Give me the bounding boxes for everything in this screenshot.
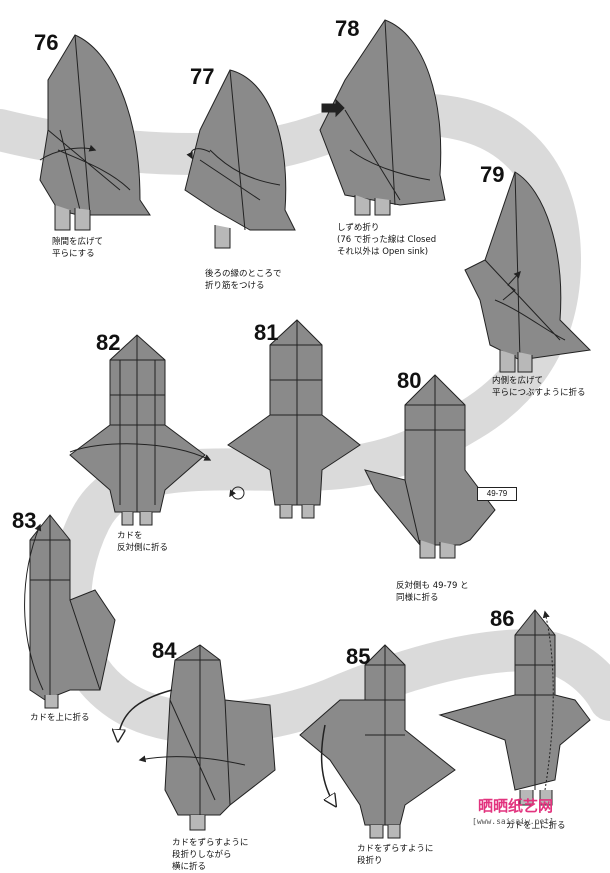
caption-line: しずめ折り — [337, 223, 380, 233]
caption-line: 後ろの縁のところで — [205, 269, 282, 279]
step-83-figure — [24, 514, 116, 709]
step-number-77: 77 — [190, 64, 215, 89]
step-number-86: 86 — [490, 606, 515, 631]
step-number-84: 84 — [152, 638, 177, 663]
caption-line: 反対側に折る — [117, 543, 169, 553]
step-81-figure — [227, 319, 361, 519]
step-number-81: 81 — [254, 320, 279, 345]
step-80-figure — [364, 374, 496, 559]
step-78-figure — [319, 19, 446, 216]
step-76-figure — [39, 34, 151, 231]
step-80-caption: 反対側も 49-79 と 同様に折る — [396, 580, 469, 604]
step-number-79: 79 — [480, 162, 505, 187]
step-86-caption: カドを上に折る — [506, 820, 566, 832]
reference-steps-box: 49-79 — [477, 487, 517, 501]
caption-line: カドを — [117, 531, 143, 541]
caption-line: カドをずらすように — [172, 838, 249, 848]
step-number-78: 78 — [335, 16, 360, 41]
step-85-caption: カドをずらすように 段折り — [357, 843, 433, 867]
step-83-caption: カドを上に折る — [30, 712, 90, 724]
step-number-76: 76 — [34, 30, 59, 55]
caption-line: (76 で折った線は Closed — [337, 235, 437, 245]
caption-line: 隙間を広げて — [52, 237, 104, 247]
caption-line: 横に折る — [172, 862, 207, 872]
step-82-figure — [69, 334, 212, 526]
step-number-85: 85 — [346, 644, 371, 669]
step-77-caption: 後ろの縁のところで 折り筋をつける — [205, 268, 282, 292]
step-number-83: 83 — [12, 508, 37, 533]
caption-line: カドを上に折る — [30, 713, 90, 723]
step-85-figure — [299, 644, 456, 839]
step-number-80: 80 — [397, 368, 422, 393]
step-79-caption: 内側を広げて 平らにつぶすように折る — [492, 375, 586, 399]
step-78-caption: しずめ折り (76 で折った線は Closed それ以外は Open sink) — [337, 222, 436, 258]
step-84-caption: カドをずらすように 段折りしながら 横に折る — [172, 837, 248, 873]
step-86-figure — [438, 609, 591, 806]
caption-line: カドをずらすように — [357, 844, 434, 854]
caption-line: 同様に折る — [396, 593, 439, 603]
caption-line: 段折り — [357, 856, 383, 866]
step-number-82: 82 — [96, 330, 121, 355]
watermark-url: [www.saisaiw.net] — [472, 817, 554, 826]
step-76-caption: 隙間を広げて 平らにする — [52, 236, 103, 260]
step-79-figure — [464, 171, 592, 373]
watermark-logo: 晒晒纸艺网 — [478, 797, 554, 815]
caption-line: 平らにつぶすように折る — [492, 388, 586, 398]
step-77-figure — [184, 69, 296, 249]
step-84-figure — [118, 644, 276, 831]
caption-line: 平らにする — [52, 249, 95, 259]
step-82-caption: カドを 反対側に折る — [117, 530, 168, 554]
caption-line: それ以外は Open sink) — [337, 247, 429, 257]
caption-line: 折り筋をつける — [205, 281, 265, 291]
caption-line: 内側を広げて — [492, 376, 544, 386]
caption-line: 段折りしながら — [172, 850, 232, 860]
caption-line: 反対側も 49-79 と — [396, 581, 469, 591]
caption-line: カドを上に折る — [506, 821, 566, 831]
